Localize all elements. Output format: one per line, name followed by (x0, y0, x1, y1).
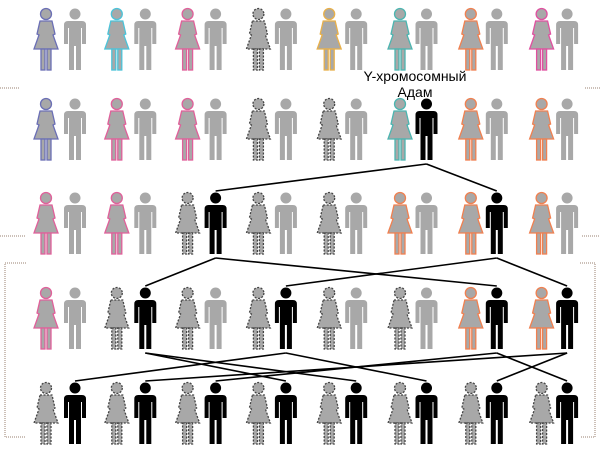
male-figure (274, 8, 297, 70)
female-figure (103, 97, 130, 161)
male-figure-y-carrier (556, 382, 579, 444)
female-figure (316, 7, 343, 71)
female-figure (174, 286, 201, 350)
female-figure (174, 7, 201, 71)
male-figure (134, 192, 157, 254)
female-figure (174, 191, 201, 255)
male-figure-y-carrier (415, 98, 438, 160)
male-figure (556, 98, 579, 160)
male-figure (485, 8, 508, 70)
male-figure-y-carrier (204, 192, 227, 254)
female-figure (103, 191, 130, 255)
male-figure (64, 287, 86, 349)
female-figure (33, 286, 59, 350)
female-figure (387, 286, 413, 350)
female-figure (103, 381, 130, 445)
descent-line (496, 352, 568, 382)
descent-line (496, 257, 568, 287)
male-figure-y-carrier (415, 382, 438, 444)
female-figure (316, 286, 343, 350)
male-figure (274, 98, 297, 160)
female-figure (245, 7, 272, 71)
descent-line (145, 352, 568, 382)
female-figure (245, 191, 272, 255)
male-figure (64, 8, 86, 70)
male-figure-y-carrier (274, 287, 297, 349)
descent-line (215, 163, 427, 192)
female-figure (33, 191, 59, 255)
male-figure (204, 287, 227, 349)
male-figure-y-carrier (485, 287, 508, 349)
male-figure (345, 98, 368, 160)
male-figure-y-carrier (204, 382, 227, 444)
female-figure (457, 286, 484, 350)
female-figure (528, 286, 555, 350)
female-figure (103, 7, 130, 71)
adam-label-line1: Y-хромосомный (363, 68, 467, 84)
female-figure (33, 97, 59, 161)
male-figure (274, 192, 297, 254)
male-figure (345, 287, 368, 349)
male-figure (415, 8, 438, 70)
male-figure (134, 98, 157, 160)
male-figure (64, 98, 86, 160)
female-figure (103, 286, 130, 350)
male-figure (204, 98, 227, 160)
male-figure (556, 8, 579, 70)
female-figure (528, 97, 555, 161)
female-figure (528, 191, 555, 255)
female-figure (528, 7, 555, 71)
male-figure-y-carrier (345, 382, 368, 444)
female-figure (316, 191, 343, 255)
female-figure (245, 381, 272, 445)
male-figure (415, 192, 438, 254)
male-figure (556, 192, 579, 254)
descent-line (215, 257, 497, 287)
female-figure (174, 97, 201, 161)
female-figure (33, 7, 59, 71)
descent-line (145, 352, 357, 382)
female-figure (245, 97, 272, 161)
male-figure-y-carrier (64, 382, 86, 444)
female-figure (457, 7, 484, 71)
bracket-right (580, 262, 596, 438)
female-figure (457, 381, 484, 445)
descent-line (145, 257, 216, 287)
female-figure (174, 381, 201, 445)
female-figure (387, 191, 413, 255)
adam-label-line2: Адам (397, 84, 433, 100)
female-figure (387, 381, 413, 445)
female-figure (457, 97, 484, 161)
male-figure (415, 287, 438, 349)
male-figure (485, 98, 508, 160)
female-figure (528, 381, 555, 445)
descent-line (74, 352, 287, 382)
female-figure (245, 286, 272, 350)
female-figure (387, 97, 413, 161)
male-figure-y-carrier (134, 287, 157, 349)
descent-line (285, 257, 497, 287)
bracket-left (4, 262, 26, 438)
male-figure-y-carrier (274, 382, 297, 444)
male-figure (345, 192, 368, 254)
male-figure-y-carrier (485, 382, 508, 444)
male-figure (134, 8, 157, 70)
male-figure (204, 8, 227, 70)
male-figure (345, 8, 368, 70)
male-figure-y-carrier (485, 192, 508, 254)
female-figure (316, 381, 343, 445)
female-figure (387, 7, 413, 71)
descent-line (426, 163, 498, 192)
male-figure (64, 192, 86, 254)
female-figure (316, 97, 343, 161)
female-figure (457, 191, 484, 255)
male-figure-y-carrier (134, 382, 157, 444)
male-figure-y-carrier (556, 287, 579, 349)
female-figure (33, 381, 59, 445)
